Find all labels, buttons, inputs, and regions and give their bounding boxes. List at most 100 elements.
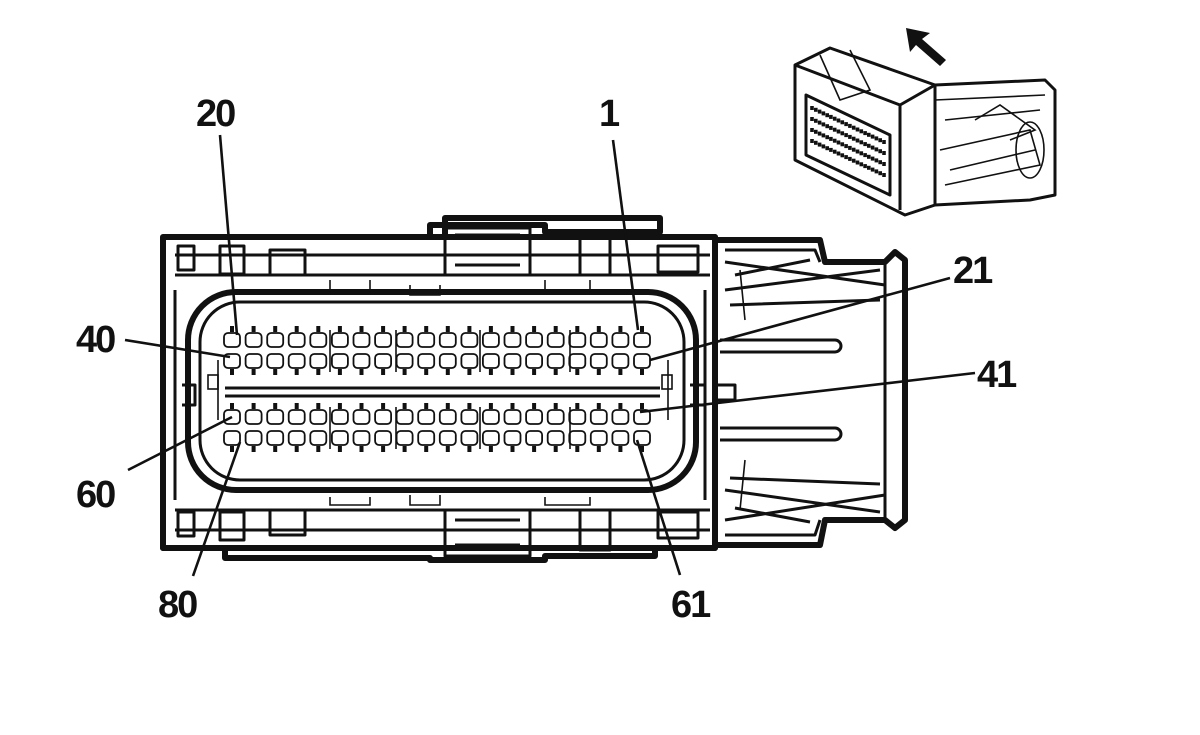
pin-latch-mark [488, 369, 493, 375]
inset-pin [870, 145, 875, 150]
pin-cavity [287, 353, 306, 369]
pin-cavity [525, 353, 543, 369]
pin-cavity [633, 332, 651, 348]
pin-latch-mark [618, 369, 623, 375]
leader-pin-20 [218, 134, 239, 336]
inset-pin [825, 124, 829, 129]
label-pin-41: 41 [977, 354, 1017, 396]
inset-pin [840, 142, 845, 147]
inset-pin [859, 162, 864, 167]
pin-cavity [309, 430, 328, 446]
inset-pin [844, 155, 848, 160]
inset-pin [870, 156, 875, 161]
inset-pin [882, 162, 886, 166]
label-pin-61: 61 [671, 584, 711, 626]
inset-pin [840, 120, 845, 125]
pin-latch-mark [618, 446, 623, 452]
pin-latch-mark [575, 446, 580, 452]
pin-latch-mark [230, 326, 234, 332]
inset-pin [878, 171, 882, 176]
pin-latch-mark [553, 369, 558, 375]
pin-cavity [417, 409, 436, 425]
pin-latch-mark [402, 369, 407, 375]
pin-latch-mark [488, 403, 493, 409]
pin-latch-mark [488, 326, 493, 332]
pin-latch-mark [445, 403, 450, 409]
pin-cavity [223, 430, 241, 446]
pin-cavity [525, 332, 543, 348]
pin-cavity [244, 353, 263, 369]
label-pin-80: 80 [158, 584, 197, 626]
pin-cavity [266, 353, 285, 369]
label-pin-60: 60 [76, 474, 115, 516]
pin-latch-mark [596, 403, 601, 409]
pin-cavity [266, 430, 285, 446]
pin-cavity [503, 409, 522, 425]
inset-pin [863, 142, 867, 147]
inset-pin [821, 144, 826, 149]
pin-latch-mark [640, 403, 644, 409]
pin-cavity [525, 409, 543, 425]
pin-cavity [223, 332, 241, 348]
pin-cavity [438, 430, 457, 446]
pin-cavity [309, 353, 328, 369]
pin-latch-mark [273, 326, 278, 332]
pin-latch-mark [337, 369, 342, 375]
pin-latch-mark [273, 403, 278, 409]
pin-cavity [330, 430, 349, 446]
pin-latch-mark [618, 403, 623, 409]
inset-pin [855, 138, 860, 143]
pin-cavity [395, 409, 414, 425]
pin-latch-mark [316, 326, 321, 332]
pin-cavity [374, 332, 393, 348]
inset-pin [867, 154, 871, 159]
label-pin-40: 40 [76, 319, 115, 361]
inset-pin [851, 158, 856, 163]
inset-pin [810, 128, 814, 132]
inset-pin [848, 134, 852, 139]
inset-pin [836, 129, 841, 134]
pin-cavity [568, 430, 587, 446]
pin-cavity [374, 353, 393, 369]
pin-latch-mark [532, 446, 537, 452]
pin-cavity [481, 430, 500, 446]
pin-latch-mark [596, 326, 601, 332]
pin-cavity [417, 332, 436, 348]
pin-latch-mark [575, 369, 580, 375]
inset-pin [844, 144, 848, 149]
inset-pin [832, 138, 837, 143]
pin-cavity [503, 332, 522, 348]
pin-latch-mark [402, 446, 407, 452]
pin-cavity [287, 430, 306, 446]
pin-latch-mark [553, 446, 558, 452]
pin-cavity [633, 353, 651, 369]
pin-latch-mark [640, 326, 644, 332]
leader-pin-60 [127, 415, 233, 472]
pin-grid [223, 326, 651, 452]
inset-pin [848, 156, 852, 161]
pin-latch-mark [640, 446, 644, 452]
pin-latch-mark [230, 403, 234, 409]
pin-cavity [503, 430, 522, 446]
pin-latch-mark [359, 446, 364, 452]
pin-latch-mark [618, 326, 623, 332]
inset-pin [821, 122, 826, 127]
pin-latch-mark [251, 326, 256, 332]
pin-cavity [460, 332, 479, 348]
pin-latch-mark [532, 326, 537, 332]
inset-pin [825, 135, 829, 140]
pin-cavity [330, 353, 349, 369]
inset-pin [859, 129, 864, 134]
pin-latch-mark [640, 369, 644, 375]
inset-pin [851, 147, 856, 152]
inset-pin [851, 125, 856, 130]
pin-cavity [611, 332, 630, 348]
inset-pin [817, 109, 822, 114]
inset-pin [810, 139, 814, 143]
pin-latch-mark [294, 446, 299, 452]
pin-cavity [633, 430, 651, 446]
pin-latch-mark [445, 326, 450, 332]
inset-pin [863, 131, 867, 136]
pin-latch-mark [316, 369, 321, 375]
pin-latch-mark [553, 326, 558, 332]
